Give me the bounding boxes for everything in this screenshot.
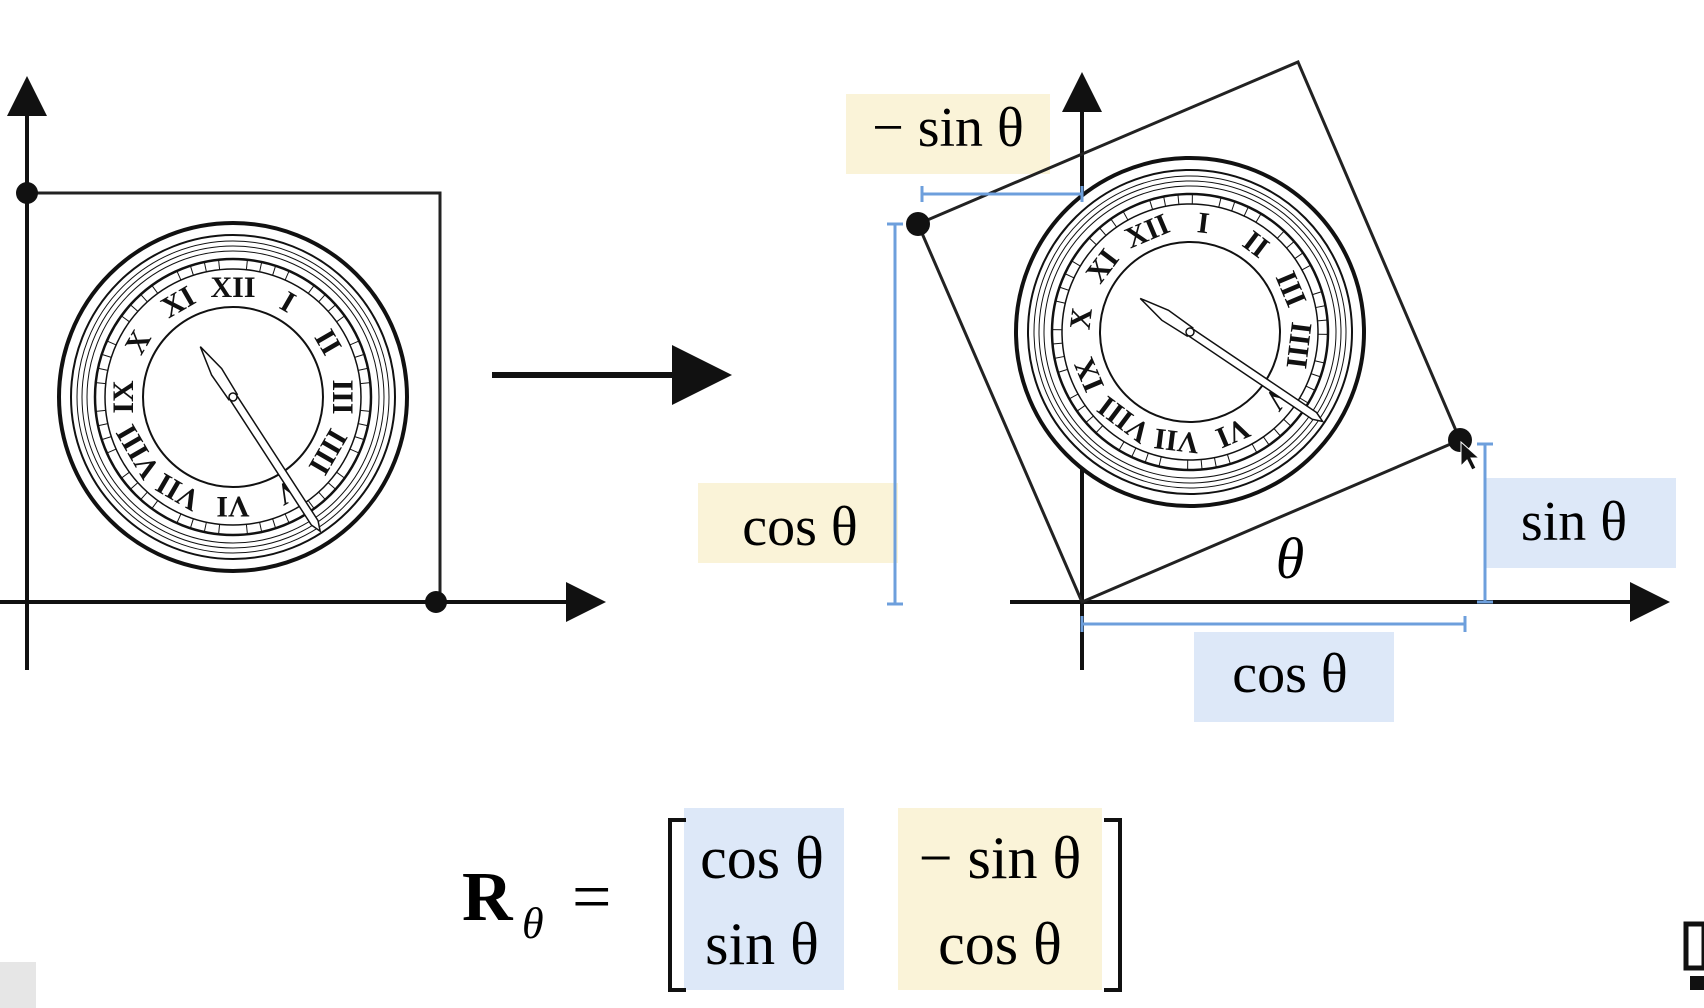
right-clock-hands (1139, 297, 1325, 423)
sin-right-label: sin θ (1521, 491, 1627, 553)
left-clock (57, 221, 409, 573)
neg-sin-label: − sin θ (872, 97, 1024, 159)
rotated-square (916, 60, 1462, 604)
matrix-cell-r1c1: cos θ (700, 825, 824, 891)
left-square (27, 191, 442, 602)
rotated-frame: − sin θ cos θ sin θ cos θ θ (698, 60, 1676, 722)
matrix-col2-highlight (898, 808, 1102, 990)
measure-cos-bottom (1080, 616, 1467, 632)
right-point-e2 (906, 212, 930, 236)
matrix-right-bracket (1104, 818, 1122, 992)
measure-neg-sin (920, 186, 1084, 202)
theta-angle-label: θ (1276, 526, 1305, 591)
matrix-left-bracket (668, 818, 686, 992)
formula-equals: = (572, 859, 611, 936)
matrix-cell-r2c1: sin θ (705, 911, 819, 977)
matrix-col1-highlight (684, 808, 844, 990)
measure-cos-left (887, 222, 903, 606)
mouse-cursor-icon (1460, 440, 1481, 471)
left-point-e1 (425, 591, 447, 613)
right-clock (962, 104, 1418, 560)
sin-right-highlight (1486, 478, 1676, 568)
original-frame (0, 76, 606, 670)
left-clock-hands (199, 346, 322, 533)
left-point-e2 (16, 182, 38, 204)
formula-lhs-subscript: θ (522, 899, 544, 948)
neg-sin-highlight (846, 94, 1050, 174)
corner-artifact-left (0, 962, 36, 1008)
matrix-cell-r1c2: − sin θ (919, 825, 1082, 891)
measure-sin-right (1477, 442, 1493, 604)
cos-left-label: cos θ (742, 496, 857, 558)
formula-lhs-symbol: R (462, 859, 514, 936)
cos-left-highlight (698, 483, 898, 563)
qr-code-icon (1683, 921, 1704, 990)
rotation-matrix-formula: R θ = cos θ − sin θ sin θ cos θ (462, 808, 1122, 992)
cos-bottom-label: cos θ (1232, 643, 1347, 705)
cos-bottom-highlight (1194, 632, 1394, 722)
matrix-cell-r2c2: cos θ (938, 911, 1062, 977)
